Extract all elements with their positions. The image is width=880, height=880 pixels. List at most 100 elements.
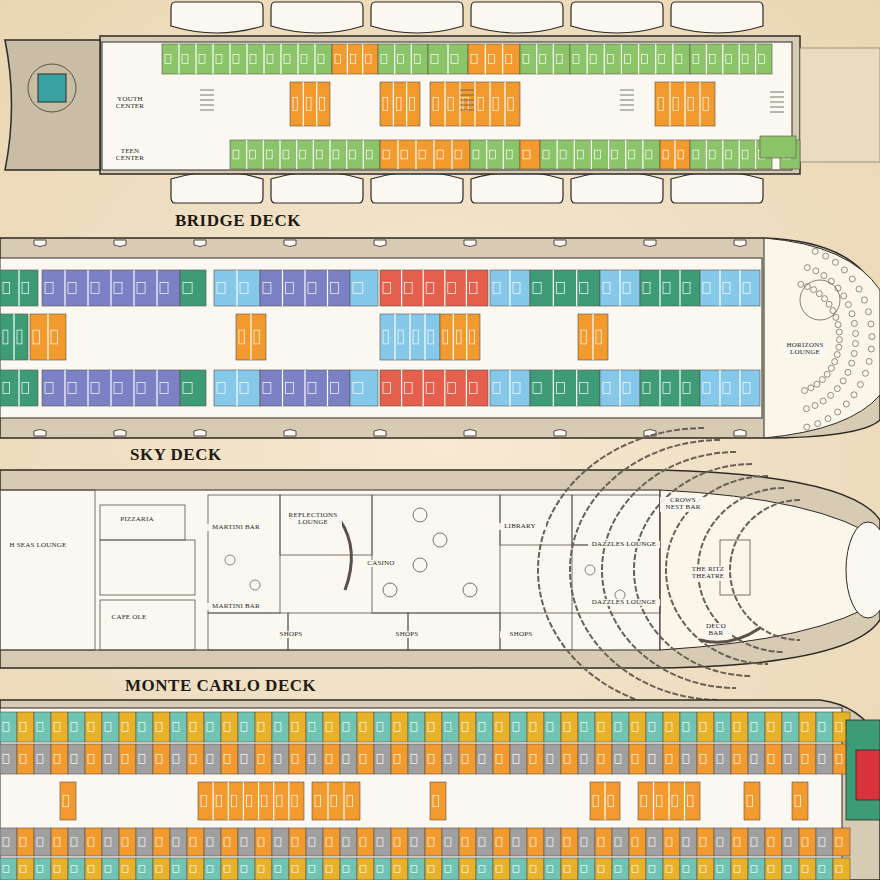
plan-shape bbox=[360, 866, 366, 873]
plan-shape bbox=[0, 490, 95, 650]
plan-shape bbox=[603, 383, 610, 394]
plan-shape bbox=[137, 383, 145, 394]
plan-shape bbox=[697, 828, 714, 856]
seat bbox=[828, 365, 834, 371]
stair bbox=[460, 105, 474, 106]
room-label: DAZZLES LOUNGE bbox=[588, 599, 660, 606]
plan-shape bbox=[190, 838, 196, 846]
stair bbox=[770, 112, 784, 113]
plan-shape bbox=[581, 755, 587, 764]
plan-shape bbox=[816, 712, 833, 742]
plan-shape bbox=[743, 283, 750, 294]
plan-shape bbox=[615, 755, 621, 764]
stair bbox=[770, 107, 784, 108]
plan-shape bbox=[533, 383, 541, 394]
plan-shape bbox=[680, 828, 697, 856]
plan-shape bbox=[836, 723, 842, 732]
lifeboat bbox=[571, 172, 663, 203]
plan-shape bbox=[160, 383, 168, 394]
plan-shape bbox=[350, 370, 378, 406]
plan-shape bbox=[445, 723, 451, 732]
plan-shape bbox=[374, 828, 391, 856]
plan-shape bbox=[20, 838, 26, 846]
plan-shape bbox=[510, 744, 527, 774]
plan-shape bbox=[190, 723, 196, 732]
cabin-wall bbox=[576, 370, 577, 406]
plan-shape bbox=[493, 383, 500, 394]
plan-shape bbox=[765, 828, 782, 856]
plan-shape bbox=[51, 712, 68, 742]
plan-shape bbox=[410, 97, 415, 110]
plan-shape bbox=[3, 866, 9, 873]
plan-shape bbox=[331, 383, 339, 394]
lifeboat bbox=[171, 172, 263, 203]
cabin-wall bbox=[755, 44, 756, 74]
plan-shape bbox=[533, 283, 541, 294]
plan-shape bbox=[353, 283, 363, 294]
plan-shape bbox=[510, 858, 527, 880]
cabin-wall bbox=[156, 270, 157, 306]
plan-shape bbox=[478, 97, 483, 110]
casino-table bbox=[383, 583, 397, 597]
plan-shape bbox=[700, 370, 760, 406]
plan-shape bbox=[357, 712, 374, 742]
plan-shape bbox=[30, 314, 66, 360]
plan-shape bbox=[663, 712, 680, 742]
plan-shape bbox=[207, 723, 213, 732]
seat bbox=[803, 406, 809, 412]
cabin-wall bbox=[444, 270, 445, 306]
plan-shape bbox=[241, 755, 247, 764]
plan-shape bbox=[580, 283, 588, 294]
seat bbox=[819, 377, 825, 383]
plan-shape bbox=[136, 712, 153, 742]
plan-shape bbox=[723, 383, 730, 394]
plan-shape bbox=[646, 858, 663, 880]
plan-shape bbox=[383, 150, 389, 159]
stair bbox=[620, 90, 634, 91]
plan-shape bbox=[68, 858, 85, 880]
plan-shape bbox=[709, 150, 715, 159]
plan-shape bbox=[700, 755, 706, 764]
plan-shape bbox=[100, 505, 185, 540]
deck-fitting bbox=[114, 240, 126, 247]
deck-fitting bbox=[374, 430, 386, 437]
plan-shape bbox=[156, 723, 162, 732]
plan-shape bbox=[802, 755, 808, 764]
plan-shape bbox=[615, 723, 621, 732]
plan-shape bbox=[428, 838, 434, 846]
plan-shape bbox=[819, 838, 825, 846]
cabin-wall bbox=[313, 140, 314, 169]
plan-shape bbox=[624, 55, 630, 64]
plan-shape bbox=[598, 755, 604, 764]
deck-fitting bbox=[464, 430, 476, 437]
deck-outline bbox=[0, 700, 880, 880]
seat bbox=[851, 351, 857, 357]
cabin-wall bbox=[258, 782, 259, 820]
plan-shape bbox=[326, 838, 332, 846]
plan-shape bbox=[782, 744, 799, 774]
plan-shape bbox=[693, 150, 699, 159]
plan-shape bbox=[463, 97, 468, 110]
plan-shape bbox=[448, 383, 456, 394]
plan-shape bbox=[471, 55, 477, 64]
cabin-wall bbox=[246, 44, 247, 74]
plan-shape bbox=[700, 270, 760, 306]
plan-shape bbox=[676, 55, 682, 64]
stair bbox=[460, 110, 474, 111]
plan-shape bbox=[309, 755, 315, 764]
plan-shape bbox=[496, 838, 502, 846]
plan-shape bbox=[470, 330, 475, 344]
plan-shape bbox=[428, 755, 434, 764]
cabin-wall bbox=[509, 370, 510, 406]
plan-shape bbox=[490, 150, 496, 159]
plan-shape bbox=[119, 858, 136, 880]
seat bbox=[836, 337, 842, 343]
cabin-wall bbox=[503, 140, 504, 169]
plan-shape bbox=[629, 712, 646, 742]
plan-shape bbox=[578, 828, 595, 856]
plan-shape bbox=[683, 723, 689, 732]
stern-deck bbox=[5, 40, 100, 170]
room-label: SHOPS bbox=[500, 631, 542, 638]
plan-shape bbox=[734, 723, 740, 732]
plan-shape bbox=[666, 755, 672, 764]
